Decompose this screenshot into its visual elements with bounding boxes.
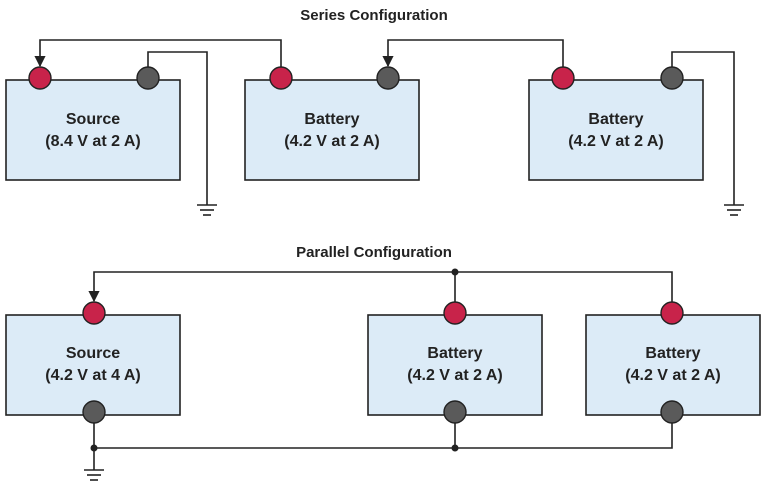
ground-icon (724, 204, 744, 216)
series-battery-2: Battery (4.2 V at 2 A) (528, 79, 704, 181)
parallel-title: Parallel Configuration (296, 244, 452, 261)
positive-terminal-icon (82, 301, 106, 325)
series-wire-battery2-negative (671, 51, 735, 205)
parallel-source-name: Source (66, 345, 120, 362)
series-source-box (5, 79, 181, 181)
series-battery-1-name: Battery (304, 111, 359, 128)
junction-dot (451, 268, 459, 276)
parallel-battery-2-box (585, 314, 761, 416)
positive-terminal-icon (443, 301, 467, 325)
series-wire-source-positive (34, 39, 282, 78)
series-wiring (34, 39, 735, 205)
parallel-battery-1-rating: (4.2 V at 2 A) (407, 367, 502, 384)
positive-terminal-icon (660, 301, 684, 325)
negative-terminal-icon (443, 400, 467, 424)
parallel-source: Source (4.2 V at 4 A) (5, 314, 181, 416)
parallel-source-box (5, 314, 181, 416)
parallel-source-rating: (4.2 V at 4 A) (45, 367, 140, 384)
negative-terminal-icon (82, 400, 106, 424)
parallel-battery-1: Battery (4.2 V at 2 A) (367, 314, 543, 416)
positive-terminal-icon (28, 66, 52, 90)
positive-terminal-icon (551, 66, 575, 90)
parallel-battery-2-rating: (4.2 V at 2 A) (625, 367, 720, 384)
negative-terminal-icon (136, 66, 160, 90)
positive-terminal-icon (269, 66, 293, 90)
series-battery-2-box (528, 79, 704, 181)
series-battery-1: Battery (4.2 V at 2 A) (244, 79, 420, 181)
series-source-name: Source (66, 111, 120, 128)
series-battery-2-name: Battery (588, 111, 643, 128)
series-battery-1-box (244, 79, 420, 181)
parallel-battery-1-name: Battery (427, 345, 482, 362)
parallel-battery-2-name: Battery (645, 345, 700, 362)
series-battery-1-rating: (4.2 V at 2 A) (284, 133, 379, 150)
negative-terminal-icon (660, 400, 684, 424)
negative-terminal-icon (660, 66, 684, 90)
ground-icon (84, 469, 104, 481)
parallel-battery-2: Battery (4.2 V at 2 A) (585, 314, 761, 416)
series-title: Series Configuration (300, 7, 448, 24)
series-battery-2-rating: (4.2 V at 2 A) (568, 133, 663, 150)
ground-icon (197, 204, 217, 216)
series-source-rating: (8.4 V at 2 A) (45, 133, 140, 150)
parallel-wiring (88, 271, 673, 470)
parallel-negative-rail (93, 412, 673, 449)
negative-terminal-icon (376, 66, 400, 90)
junction-dot (90, 444, 98, 452)
series-source: Source (8.4 V at 2 A) (5, 79, 181, 181)
junction-dot (451, 444, 459, 452)
series-wire-source-negative (147, 51, 208, 205)
parallel-positive-rail (88, 271, 673, 313)
series-wire-battery-link (382, 39, 564, 78)
parallel-battery-1-box (367, 314, 543, 416)
